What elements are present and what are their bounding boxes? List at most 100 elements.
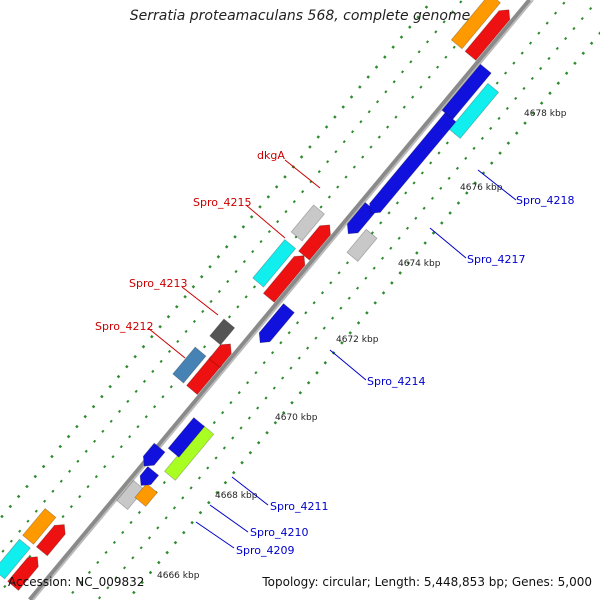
track-dot: [411, 95, 415, 99]
feature-cyan[interactable]: [0, 538, 31, 580]
feature-orange[interactable]: [450, 0, 501, 50]
track-dot: [480, 136, 484, 140]
track-dot: [397, 236, 401, 240]
track-dot: [94, 475, 98, 479]
track-dot: [237, 391, 241, 395]
track-dot: [326, 160, 330, 164]
track-dot: [116, 374, 121, 379]
track-dot: [157, 560, 161, 565]
track-dot: [132, 590, 136, 595]
track-dot: [284, 210, 288, 214]
feature-blue[interactable]: [346, 201, 377, 235]
track-dot: [84, 449, 88, 453]
feature-darkgrey[interactable]: [209, 318, 236, 346]
gene-label-spro-4215[interactable]: Spro_4215: [193, 196, 251, 209]
track-dot: [215, 490, 219, 495]
track-dot: [183, 294, 187, 299]
track-dot: [128, 435, 132, 439]
gene-label-spro-4212[interactable]: Spro_4212: [95, 320, 153, 333]
track-dot: [530, 76, 534, 81]
track-dot: [242, 259, 246, 264]
track-dot: [248, 450, 253, 455]
track-dot: [28, 554, 32, 559]
track-dot: [121, 530, 125, 535]
map-title: Serratia proteamaculans 568, complete ge…: [129, 8, 471, 24]
track-dot: [589, 6, 593, 11]
track-dot: [429, 161, 433, 165]
feature-red[interactable]: [262, 255, 306, 303]
track-dot: [144, 415, 148, 419]
track-dot: [473, 181, 477, 185]
gene-label-spro-4218[interactable]: Spro_4218: [516, 194, 574, 207]
feature-blue[interactable]: [139, 465, 160, 486]
feature-red[interactable]: [208, 343, 232, 369]
track-dot: [352, 165, 356, 169]
track-dot: [323, 361, 328, 365]
feature-blue[interactable]: [142, 442, 166, 467]
gene-label-spro-4217[interactable]: Spro_4217: [467, 253, 525, 266]
label-leader: [477, 169, 517, 201]
feature-red[interactable]: [464, 9, 511, 61]
track-dot: [216, 255, 221, 259]
track-dot: [199, 275, 204, 279]
track-dot: [456, 201, 461, 205]
feature-blue[interactable]: [369, 112, 457, 214]
track-dot: [151, 369, 155, 373]
gene-label-spro-4213[interactable]: Spro_4213: [129, 277, 187, 290]
kbp-tick-label: 4670 kbp: [275, 413, 318, 423]
feature-red[interactable]: [7, 556, 39, 591]
feature-orange[interactable]: [22, 507, 57, 545]
track-dot: [436, 65, 440, 69]
gene-label-spro-4214[interactable]: Spro_4214: [367, 375, 425, 388]
track-dot: [464, 156, 468, 160]
track-dot: [398, 271, 402, 275]
track-dot: [361, 155, 365, 159]
gene-label-spro-4210[interactable]: Spro_4210: [250, 526, 308, 539]
track-dot: [423, 241, 427, 245]
feature-red[interactable]: [298, 224, 331, 261]
track-dot: [434, 30, 438, 34]
genome-backbone: [28, 0, 532, 600]
gene-label-spro-4211[interactable]: Spro_4211: [270, 500, 328, 513]
track-dot: [301, 190, 305, 194]
feature-blue[interactable]: [167, 417, 206, 458]
feature-steel[interactable]: [172, 346, 207, 384]
track-dot: [420, 171, 424, 175]
track-dot: [3, 584, 7, 589]
feature-grey[interactable]: [346, 228, 378, 262]
track-dot: [283, 175, 287, 179]
track-dot: [92, 439, 97, 443]
feature-cyan[interactable]: [448, 82, 500, 139]
feature-cyan[interactable]: [252, 239, 297, 288]
track-dot: [367, 110, 371, 114]
track-dot: [161, 395, 165, 399]
track-dot: [265, 430, 269, 435]
accession-text: Accession: NC_009832: [8, 575, 145, 589]
track-dot: [153, 405, 157, 409]
track-dot: [69, 504, 73, 509]
track-dot: [350, 130, 355, 134]
feature-blue[interactable]: [441, 63, 492, 120]
track-dot: [252, 285, 257, 289]
track-dot: [51, 489, 55, 493]
track-dot: [172, 506, 177, 510]
feature-orange[interactable]: [134, 483, 158, 507]
track-dot: [176, 339, 180, 344]
track-dot: [506, 141, 511, 145]
track-dot: [308, 145, 312, 149]
track-dot: [272, 386, 276, 390]
gene-label-dkgA[interactable]: dkgA: [257, 149, 285, 162]
track-dot: [41, 464, 46, 469]
track-dot: [404, 191, 408, 195]
track-dot: [91, 404, 96, 409]
track-dot: [136, 425, 140, 429]
track-dot: [108, 384, 112, 389]
gene-label-spro-4209[interactable]: Spro_4209: [236, 544, 294, 557]
feature-blue[interactable]: [258, 303, 295, 344]
track-dot: [316, 135, 321, 139]
track-dot: [564, 71, 569, 75]
feature-red[interactable]: [35, 524, 66, 557]
track-dot: [175, 304, 179, 309]
track-dot: [489, 161, 494, 165]
feature-grey[interactable]: [290, 204, 325, 242]
